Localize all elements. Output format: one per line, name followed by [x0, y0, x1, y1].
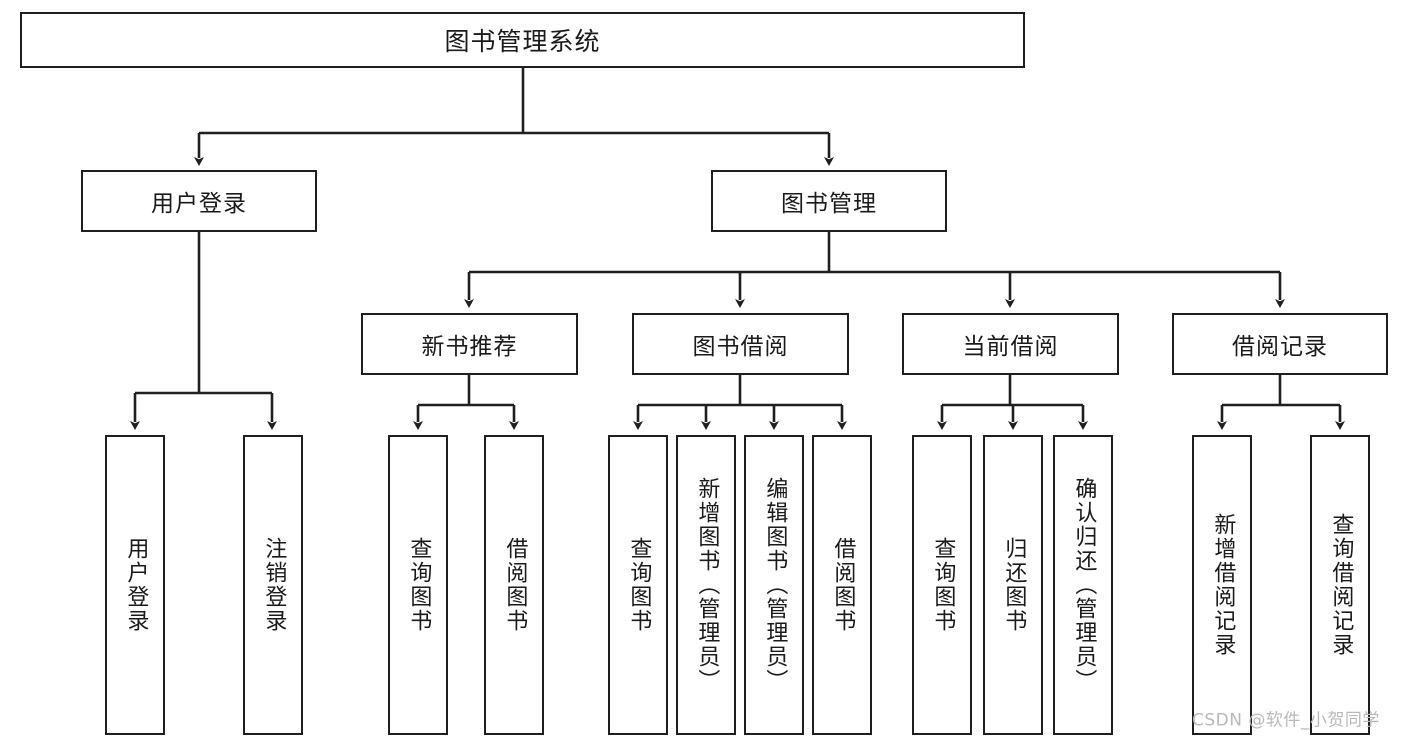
leaf-label: 借阅图书	[830, 537, 856, 633]
node-book-borrow[interactable]: 图书借阅	[632, 313, 849, 375]
leaf-edit-book[interactable]: 编辑图书（管理员）	[744, 435, 804, 735]
node-book-manage[interactable]: 图书管理	[711, 170, 947, 232]
leaf-add-record[interactable]: 新增借阅记录	[1192, 435, 1252, 735]
leaf-query-book-rec[interactable]: 查询图书	[388, 435, 448, 735]
node-borrow-record-label: 借阅记录	[1232, 334, 1328, 360]
leaf-label: 新增图书（管理员）	[694, 477, 720, 693]
leaf-user-login[interactable]: 用户登录	[105, 435, 165, 735]
leaf-label: 编辑图书（管理员）	[762, 477, 788, 693]
csdn-watermark: CSDN @软件_小贺同学	[1192, 710, 1380, 731]
leaf-label: 查询图书	[626, 537, 652, 633]
node-new-book-rec[interactable]: 新书推荐	[361, 313, 578, 375]
node-root[interactable]: 图书管理系统	[20, 12, 1025, 68]
node-user-login[interactable]: 用户登录	[81, 170, 317, 232]
leaf-add-book[interactable]: 新增图书（管理员）	[676, 435, 736, 735]
node-user-login-label: 用户登录	[151, 191, 247, 217]
node-root-label: 图书管理系统	[444, 27, 601, 56]
leaf-label: 借阅图书	[502, 537, 528, 633]
leaf-query-record[interactable]: 查询借阅记录	[1310, 435, 1370, 735]
leaf-label: 查询图书	[930, 537, 956, 633]
leaf-return-book[interactable]: 归还图书	[983, 435, 1043, 735]
leaf-logout[interactable]: 注销登录	[243, 435, 303, 735]
node-borrow-record[interactable]: 借阅记录	[1172, 313, 1388, 375]
leaf-label: 用户登录	[123, 537, 149, 633]
leaf-confirm-return[interactable]: 确认归还（管理员）	[1053, 435, 1113, 735]
leaf-label: 新增借阅记录	[1210, 513, 1236, 657]
node-book-manage-label: 图书管理	[781, 191, 877, 217]
node-book-borrow-label: 图书借阅	[692, 334, 789, 360]
leaf-borrow-book-rec[interactable]: 借阅图书	[484, 435, 544, 735]
leaf-query-book-current[interactable]: 查询图书	[912, 435, 972, 735]
node-current-borrow[interactable]: 当前借阅	[902, 313, 1119, 375]
leaf-label: 查询图书	[406, 537, 432, 633]
leaf-borrow-book[interactable]: 借阅图书	[812, 435, 872, 735]
leaf-label: 注销登录	[261, 537, 287, 633]
leaf-label: 查询借阅记录	[1328, 513, 1354, 657]
leaf-label: 确认归还（管理员）	[1071, 477, 1097, 693]
leaf-query-book-borrow[interactable]: 查询图书	[608, 435, 668, 735]
node-new-book-rec-label: 新书推荐	[421, 334, 518, 360]
leaf-label: 归还图书	[1001, 537, 1027, 633]
node-current-borrow-label: 当前借阅	[962, 334, 1059, 360]
